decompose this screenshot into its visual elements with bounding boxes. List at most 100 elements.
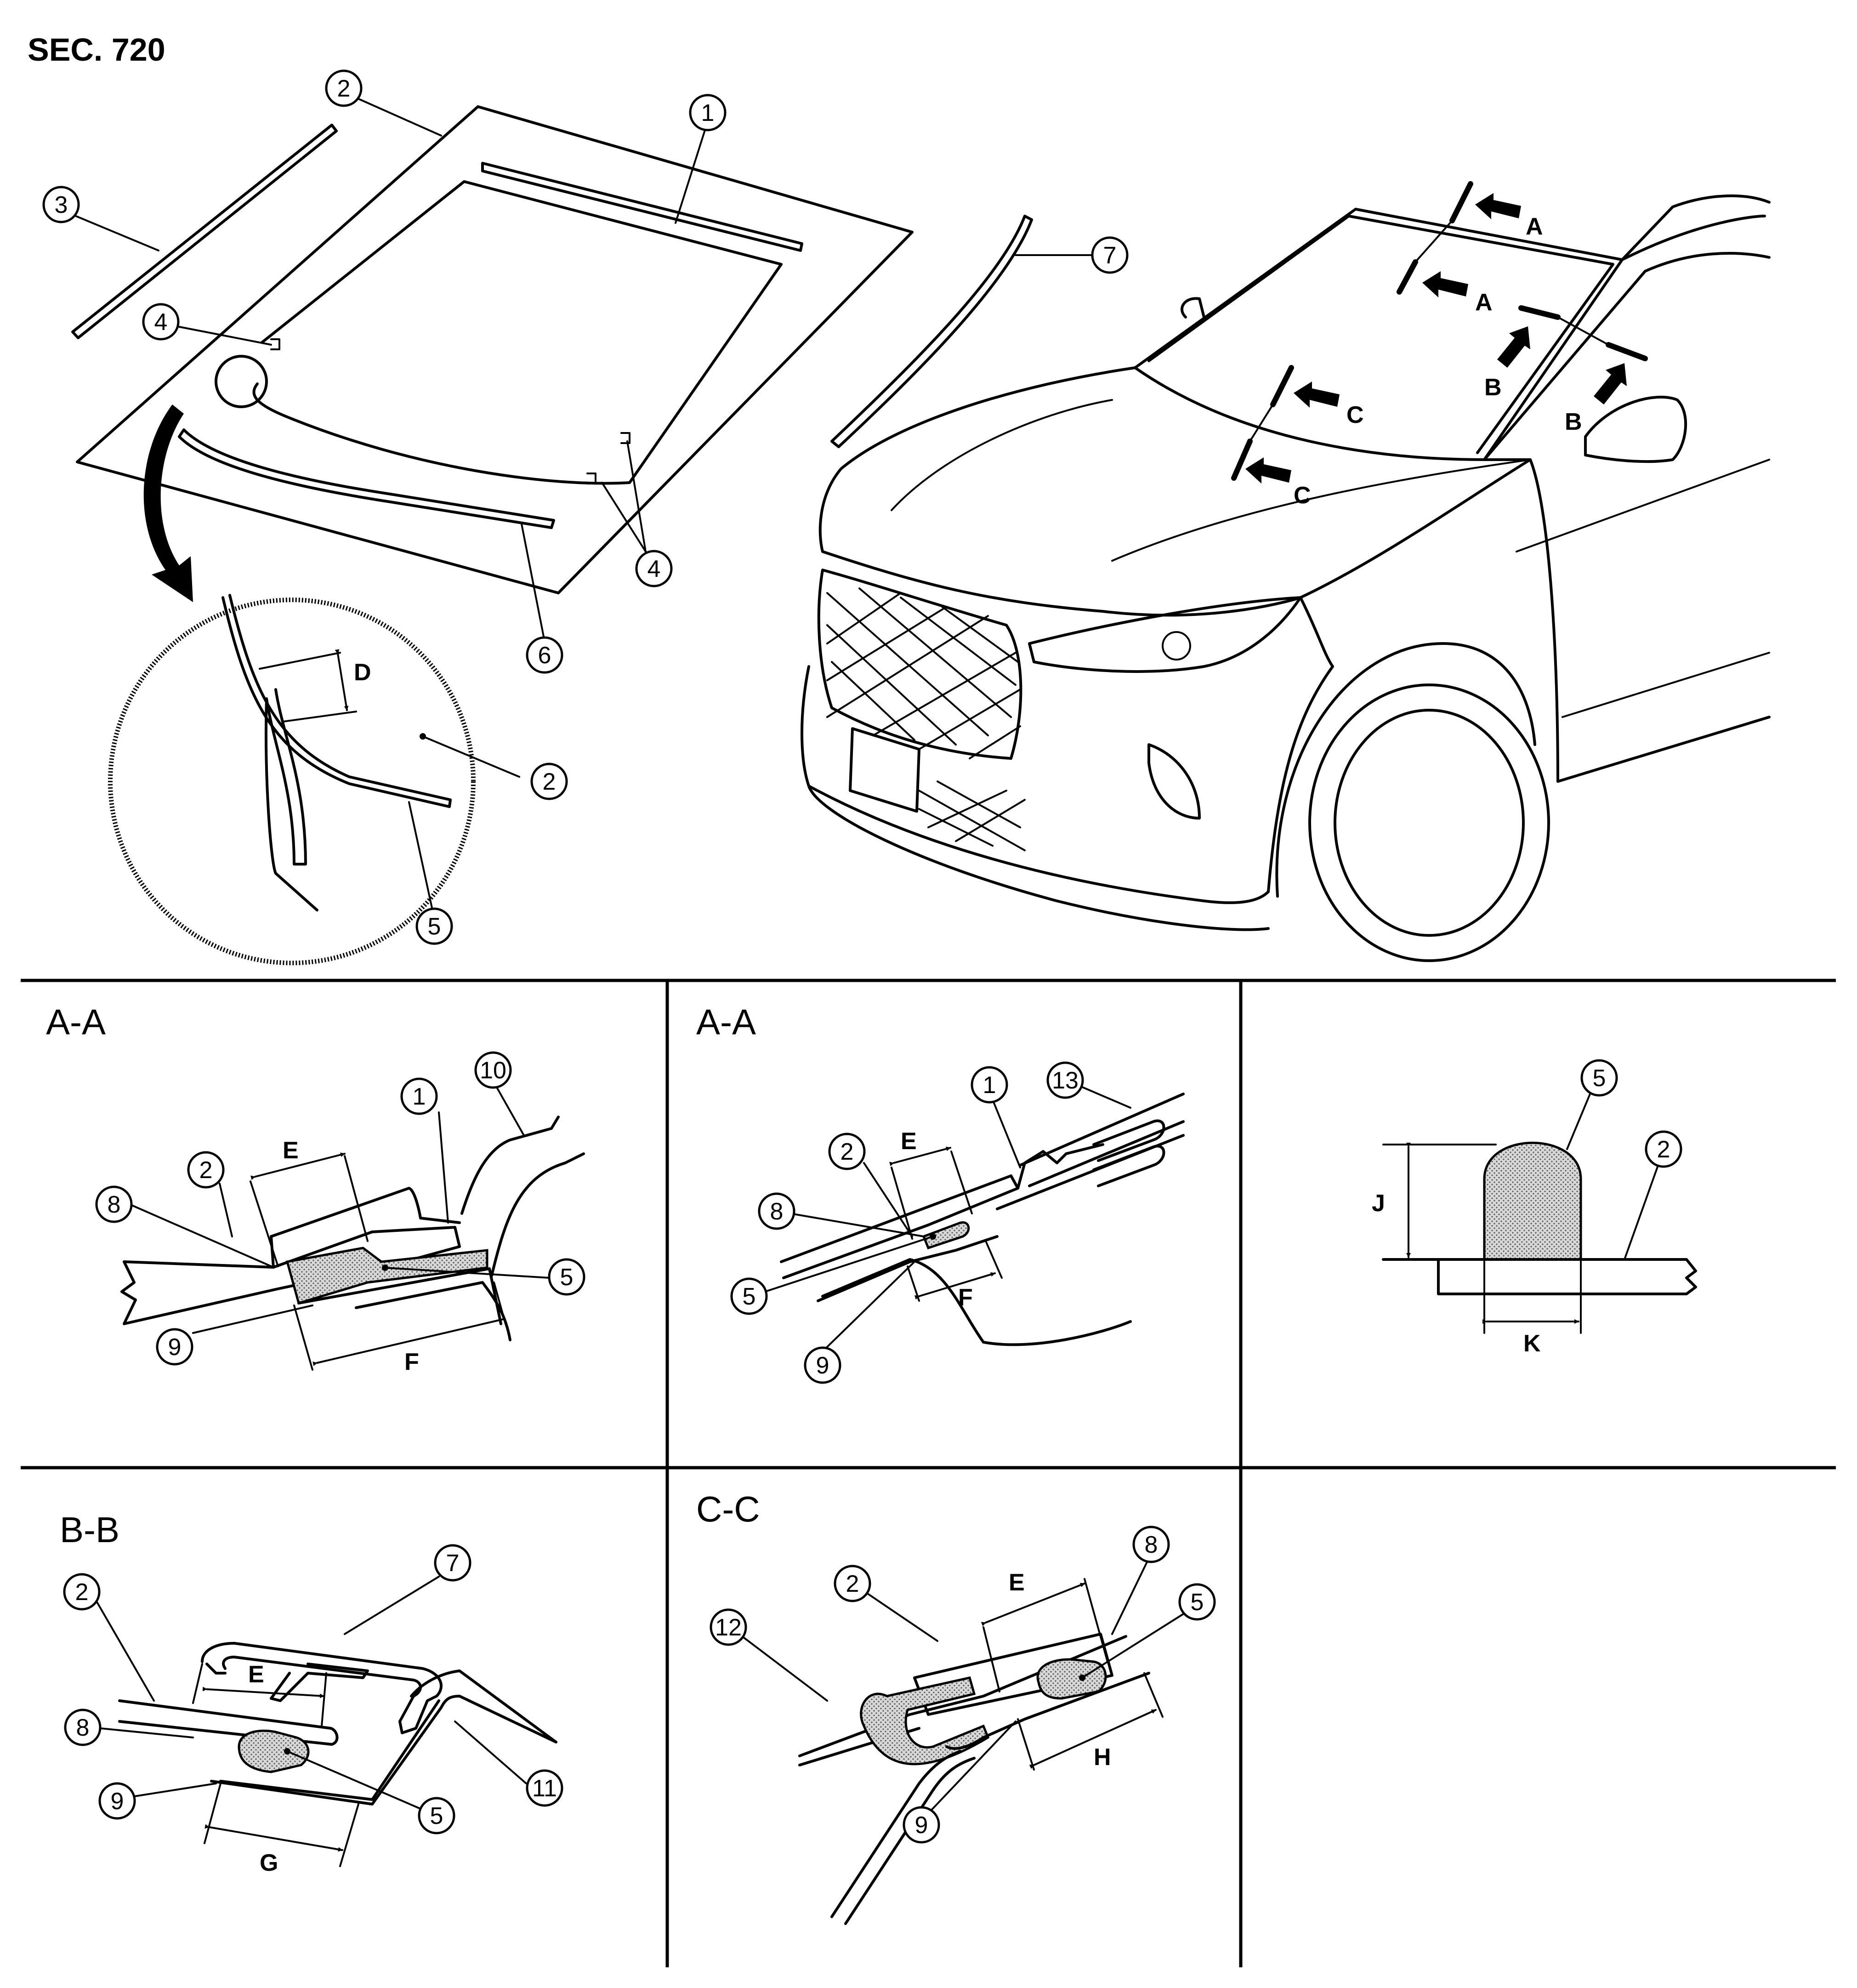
- leader-line: [408, 801, 433, 909]
- leader-line: [75, 215, 159, 251]
- molding-section: [201, 1642, 443, 1734]
- dim-g-ext: [339, 1803, 359, 1867]
- section-cut-lines: [1231, 181, 1648, 481]
- section-b-b: B-B E G 2 8 9 7 5 11: [60, 1510, 563, 1876]
- svg-text:8: 8: [770, 1198, 784, 1225]
- frame-bottom-detail: [265, 697, 318, 911]
- view-label-c2: C: [1294, 482, 1311, 509]
- view-label-a1: A: [1526, 213, 1543, 240]
- dim-d-line-top: [259, 652, 341, 670]
- leader-line: [675, 128, 706, 224]
- svg-text:2: 2: [1657, 1136, 1670, 1163]
- dim-f-ext: [293, 1304, 313, 1371]
- svg-text:7: 7: [446, 1550, 460, 1577]
- callout-3: 3: [42, 186, 80, 223]
- roof-tubes: [1092, 1119, 1165, 1187]
- svg-text:5: 5: [1593, 1065, 1606, 1092]
- callout-2: 2: [325, 69, 363, 107]
- leader-line: [1566, 1093, 1591, 1150]
- cut-line-b-right: [1606, 342, 1648, 361]
- dim-e-arrow: [202, 1686, 325, 1698]
- panel-a-a-left-callouts: 2 8 1 10 5 9: [95, 1051, 585, 1366]
- callout-2: 2: [63, 1573, 101, 1611]
- leader-line: [358, 98, 442, 137]
- grille-mesh: [826, 587, 1021, 759]
- dim-h-arrow: [1029, 1709, 1157, 1769]
- dim-h-label: H: [1094, 1744, 1111, 1771]
- leader-line: [1081, 1610, 1189, 1679]
- dim-k-label: K: [1523, 1330, 1541, 1357]
- callout-5: 5: [1178, 1583, 1216, 1621]
- leader-line: [192, 1304, 313, 1334]
- detail-arrow: [143, 404, 193, 602]
- glass-edge-detail: [221, 594, 452, 808]
- dim-f-ext: [985, 1240, 1003, 1279]
- svg-text:2: 2: [199, 1157, 213, 1184]
- body-panel: [830, 1672, 1150, 1925]
- roof-line: [1621, 215, 1766, 261]
- leader-line: [741, 1635, 828, 1702]
- leader-line: [764, 1236, 934, 1293]
- panel-title: B-B: [60, 1510, 119, 1550]
- view-label-b2: B: [1565, 409, 1582, 435]
- a-pillar-inner: [1483, 252, 1771, 461]
- svg-text:2: 2: [840, 1139, 854, 1165]
- dim-e-arrow: [981, 1583, 1085, 1626]
- section-a-a-left: A-A E F 2 8 1 10 5 9: [46, 1002, 585, 1375]
- callout-1: 1: [689, 94, 727, 131]
- panel-b-b-callouts: 2 8 9 7 5 11: [63, 1544, 563, 1834]
- side-mirror: [1584, 395, 1687, 463]
- cut-line-a-top: [1449, 181, 1473, 223]
- callout-5: 5: [1580, 1059, 1618, 1097]
- panel-a-a-right-callouts: 2 8 1 13 5 9: [730, 1061, 1084, 1384]
- dim-e-arrow: [889, 1146, 951, 1167]
- arrow-c1: [1294, 382, 1340, 408]
- headlight-lens: [1162, 631, 1191, 661]
- top-callouts: 1 2 3 4 4 6 7 2 5: [42, 69, 1129, 945]
- svg-text:5: 5: [743, 1283, 756, 1310]
- svg-text:5: 5: [428, 913, 441, 940]
- svg-text:13: 13: [1052, 1067, 1079, 1094]
- callout-12: 12: [710, 1608, 747, 1646]
- body-panel: [210, 1695, 557, 1806]
- leader-line: [865, 1592, 938, 1642]
- leader-line: [128, 1783, 217, 1798]
- dim-g-arrow: [204, 1824, 343, 1852]
- callout-7: 7: [1091, 236, 1129, 274]
- svg-text:2: 2: [543, 769, 556, 795]
- callout-5: 5: [730, 1277, 768, 1315]
- leader-line: [219, 1183, 233, 1237]
- front-bumper: [801, 665, 1270, 904]
- panel-title: A-A: [46, 1002, 106, 1042]
- section-grid: [21, 979, 1836, 1967]
- detail-circle: [215, 355, 268, 408]
- callout-2: 2: [530, 763, 568, 800]
- dim-d-label: D: [354, 659, 371, 686]
- dim-g-ext: [204, 1783, 221, 1844]
- dim-e-label: E: [248, 1661, 264, 1688]
- callout-5: 5: [415, 907, 453, 945]
- view-label-c1: C: [1346, 402, 1364, 428]
- svg-text:4: 4: [647, 556, 661, 582]
- spacer-clip: [620, 432, 630, 444]
- leader-line: [626, 440, 647, 553]
- panel-title: A-A: [696, 1002, 756, 1042]
- roof-panel: [996, 1093, 1185, 1210]
- svg-text:8: 8: [108, 1191, 121, 1218]
- dim-d-arrow: [335, 649, 349, 711]
- roof-panel: [460, 1116, 585, 1277]
- leader-line: [822, 1261, 915, 1352]
- callout-7: 7: [434, 1544, 471, 1582]
- leader-line: [93, 1596, 155, 1702]
- leader-line: [454, 1720, 527, 1784]
- dim-g-label: G: [260, 1850, 278, 1876]
- cut-line-a-bottom: [1397, 259, 1418, 295]
- urethane-adhesive: [922, 1221, 970, 1250]
- leader-line: [521, 523, 545, 642]
- arrow-c2: [1245, 457, 1291, 484]
- svg-text:11: 11: [532, 1775, 557, 1802]
- molding-clip: [205, 1663, 369, 1702]
- callout-8: 8: [758, 1192, 795, 1230]
- svg-text:1: 1: [701, 100, 715, 126]
- urethane-bead: [1483, 1141, 1582, 1261]
